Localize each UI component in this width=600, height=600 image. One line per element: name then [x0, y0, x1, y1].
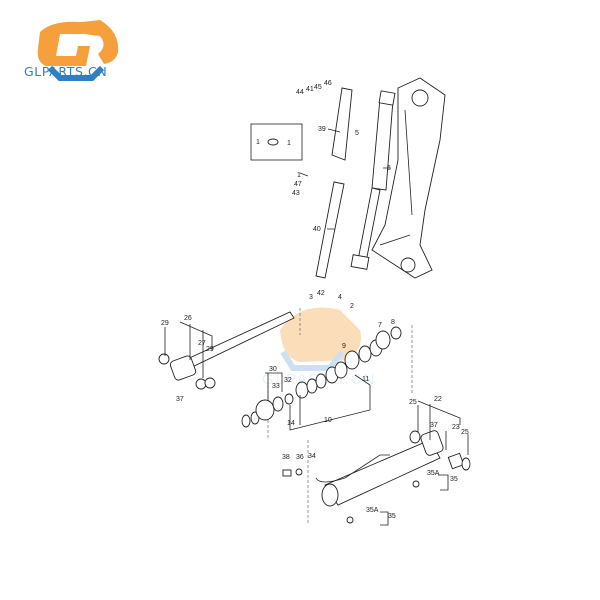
callout-35: 35 — [388, 513, 396, 520]
callout-8: 8 — [391, 319, 395, 326]
callout-37: 37 — [176, 396, 184, 403]
callout-35A: 35A — [366, 507, 379, 514]
guard-39 — [331, 87, 353, 161]
callout-46: 46 — [324, 80, 332, 87]
boom-frame — [371, 77, 446, 279]
callout-10: 10 — [324, 417, 332, 424]
watermark-logo: GLPARTS.CN — [262, 307, 374, 388]
callout-2: 2 — [350, 303, 354, 310]
callout-3: 3 — [309, 294, 313, 301]
callout-35A: 35A — [427, 470, 440, 477]
callout-1: 1 — [256, 139, 260, 146]
callout-47: 47 — [294, 181, 302, 188]
callout-34: 34 — [308, 453, 316, 460]
callout-30: 30 — [269, 366, 277, 373]
callout-43: 43 — [292, 190, 300, 197]
detail-box — [250, 123, 303, 161]
callout-41: 41 — [306, 86, 314, 93]
callout-1: 1 — [297, 172, 301, 179]
cylinder-tube — [282, 430, 471, 524]
callout-1: 1 — [287, 140, 291, 147]
callout-29: 29 — [161, 320, 169, 327]
callout-45: 45 — [314, 84, 322, 91]
callout-11: 11 — [362, 376, 369, 383]
callout-14: 14 — [287, 420, 295, 427]
callout-6: 6 — [387, 165, 391, 172]
guard-40 — [315, 181, 345, 279]
callout-leaders — [164, 128, 469, 526]
callout-5: 5 — [355, 130, 359, 137]
logo-text: GLPARTS.CN — [24, 64, 108, 79]
callout-32: 32 — [284, 377, 292, 384]
callout-37: 37 — [430, 422, 438, 429]
callout-36: 36 — [296, 454, 304, 461]
callout-40: 40 — [313, 226, 321, 233]
callout-9: 9 — [342, 343, 346, 350]
callout-42: 42 — [317, 290, 325, 297]
callout-35: 35 — [450, 476, 458, 483]
seal-rings — [241, 326, 402, 428]
callout-29: 29 — [206, 346, 214, 353]
callout-25: 25 — [461, 429, 469, 436]
callout-33: 33 — [272, 383, 280, 390]
piston-rod — [158, 311, 295, 390]
callout-27: 27 — [198, 340, 206, 347]
arm-cylinder — [350, 90, 396, 270]
callout-25: 25 — [409, 399, 417, 406]
callout-44: 44 — [296, 89, 304, 96]
callout-23: 23 — [452, 424, 460, 431]
callout-26: 26 — [184, 315, 192, 322]
callout-7: 7 — [378, 322, 382, 329]
callout-39: 39 — [318, 126, 326, 133]
glparts-logo — [37, 20, 119, 81]
callout-38: 38 — [282, 454, 290, 461]
callout-22: 22 — [434, 396, 442, 403]
callout-4: 4 — [338, 294, 342, 301]
